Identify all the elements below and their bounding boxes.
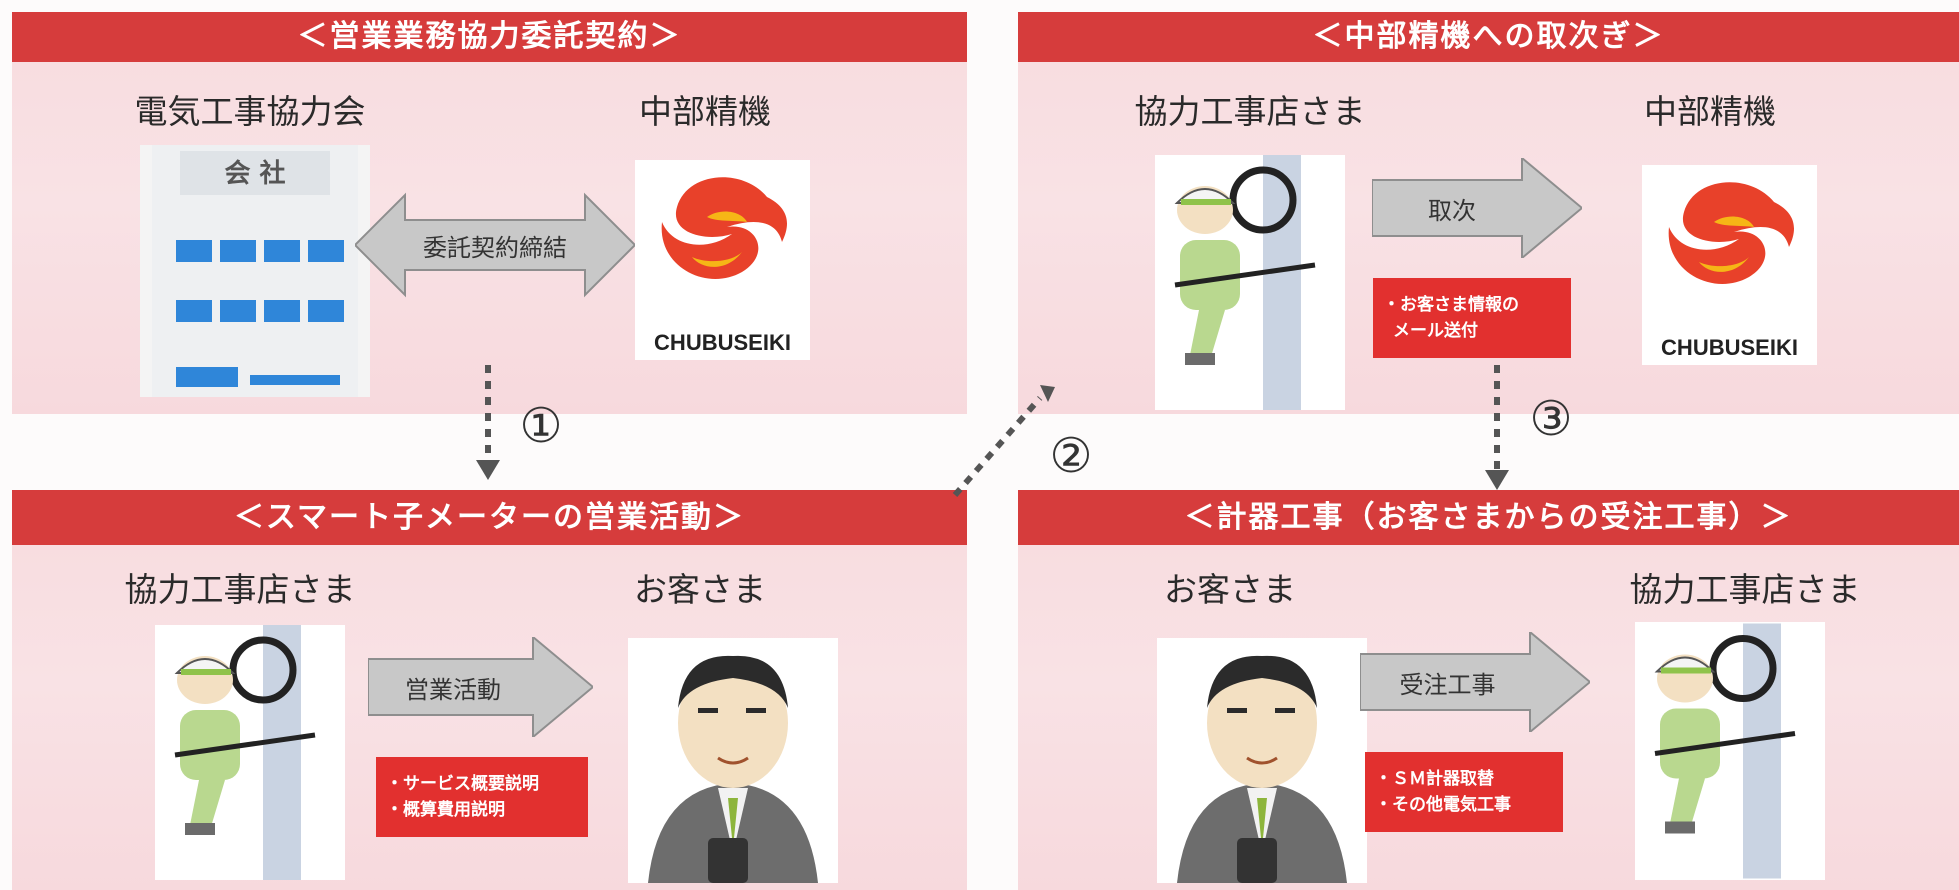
order-work-arrow: 受注工事 <box>1360 632 1590 732</box>
relay-arrow: 取次 <box>1372 158 1582 258</box>
sales-note: ・サービス概要説明 ・概算費用説明 <box>376 757 588 837</box>
right-arrow-icon <box>1372 158 1582 258</box>
note-line: メール送付 <box>1393 321 1478 341</box>
worker-illustration-bottom-right <box>1635 622 1825 880</box>
right-arrow-icon <box>368 637 593 737</box>
role-contractor: 協力工事店さま <box>1629 570 1861 609</box>
arrowhead-down-icon <box>476 460 500 480</box>
note-line: ・概算費用説明 <box>386 800 505 820</box>
building-icon <box>152 145 358 397</box>
step-1-badge: ① <box>519 398 563 454</box>
order-note: ・ＳＭ計器取替 ・その他電気工事 <box>1365 752 1563 832</box>
panel-title-top-left: ＜営業業務協力委託契約＞ <box>12 12 967 62</box>
worker-climbing-icon <box>1174 155 1316 410</box>
role-contractor: 協力工事店さま <box>1134 92 1366 131</box>
contract-double-arrow: 委託契約締結 <box>355 190 635 300</box>
step-2-badge: ② <box>1049 428 1093 484</box>
customer-info-note: ・お客さま情報の メール送付 <box>1373 278 1571 358</box>
note-line: ・ＳＭ計器取替 <box>1375 769 1494 789</box>
panel-title-bottom-left: ＜スマート子メーターの営業活動＞ <box>12 490 967 545</box>
step-3-badge: ③ <box>1529 391 1573 447</box>
right-arrow-icon <box>1360 632 1590 732</box>
customer-illustration-bottom-left <box>628 638 838 883</box>
double-arrow-icon <box>355 192 635 298</box>
role-customer: お客さま <box>1164 570 1296 609</box>
chubuseiki-logo-top-left: CHUBUSEIKI <box>635 160 810 360</box>
worker-illustration-bottom-left <box>155 625 345 880</box>
arrowhead-down-icon <box>1485 470 1509 490</box>
worker-climbing-icon <box>174 625 316 880</box>
company-building-illustration: 会 社 <box>140 145 370 397</box>
swirl-logo-icon <box>1668 182 1794 284</box>
contract-arrow-label: 委託契約締結 <box>423 233 567 262</box>
role-chubuseiki: 中部精機 <box>1644 92 1776 131</box>
role-contractor: 協力工事店さま <box>124 570 356 609</box>
chubuseiki-logo-text: CHUBUSEIKI <box>654 330 791 355</box>
role-customer: お客さま <box>634 570 766 609</box>
customer-illustration-bottom-right <box>1157 638 1367 883</box>
panel-title-top-right: ＜中部精機への取次ぎ＞ <box>1018 12 1959 62</box>
sales-arrow-label: 営業活動 <box>405 675 501 704</box>
panel-title-bottom-right: ＜計器工事（お客さまからの受注工事）＞ <box>1018 490 1959 545</box>
chubuseiki-logo-top-right: CHUBUSEIKI <box>1642 165 1817 365</box>
chubuseiki-logo-text: CHUBUSEIKI <box>1661 335 1798 360</box>
businessman-icon <box>1177 655 1347 883</box>
note-line: ・サービス概要説明 <box>386 774 539 794</box>
company-sign: 会 社 <box>224 159 286 189</box>
note-line: ・お客さま情報の <box>1383 295 1519 315</box>
sales-activity-arrow: 営業活動 <box>368 637 593 737</box>
order-arrow-label: 受注工事 <box>1399 670 1496 699</box>
worker-illustration-top <box>1155 155 1345 410</box>
worker-climbing-icon <box>1654 623 1796 879</box>
role-chubuseiki: 中部精機 <box>639 92 771 131</box>
businessman-icon <box>648 655 818 883</box>
note-line: ・その他電気工事 <box>1375 795 1511 815</box>
role-electric-association: 電気工事協力会 <box>134 92 366 131</box>
relay-arrow-label: 取次 <box>1428 196 1476 225</box>
swirl-logo-icon <box>661 177 787 279</box>
